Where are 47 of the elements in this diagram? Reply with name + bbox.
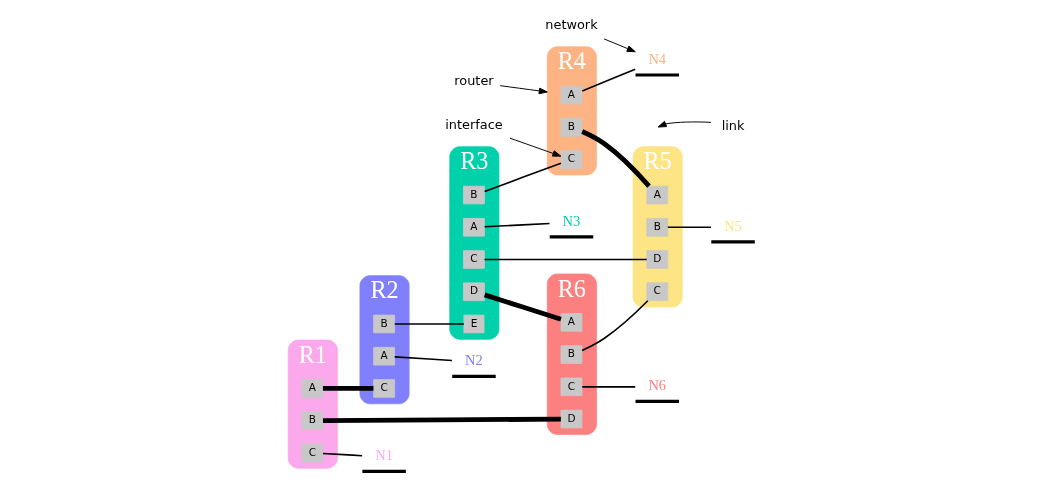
arrow xyxy=(657,120,712,128)
arrow xyxy=(509,137,562,157)
connector xyxy=(322,386,374,391)
node-box: E xyxy=(463,314,485,334)
node-text: N2 xyxy=(465,352,483,369)
node-box: C xyxy=(373,379,395,398)
connector xyxy=(483,222,551,228)
connector xyxy=(581,300,649,352)
node-box: D xyxy=(646,250,669,269)
node-text: interface xyxy=(445,116,503,132)
node-text: N5 xyxy=(724,217,742,234)
node-box: A xyxy=(463,218,485,237)
arrow xyxy=(499,85,548,95)
connector xyxy=(393,323,465,325)
node-box: A xyxy=(373,346,395,366)
node-box: B xyxy=(463,185,485,205)
connector xyxy=(322,452,363,457)
node-text: N3 xyxy=(562,213,581,229)
connector xyxy=(581,386,636,388)
node-text: N1 xyxy=(375,447,393,464)
arrow xyxy=(603,38,636,53)
node-box: D xyxy=(560,409,583,429)
node-text: N6 xyxy=(648,377,667,394)
connector xyxy=(393,356,453,362)
node-box: B xyxy=(373,314,395,334)
node-text: router xyxy=(454,73,494,89)
node-text: link xyxy=(721,118,745,134)
connector xyxy=(581,68,636,92)
node-box: C xyxy=(560,377,583,397)
node-text: network xyxy=(545,16,598,32)
node-box: C xyxy=(560,150,583,169)
node-box: C xyxy=(646,282,669,301)
node-text: N4 xyxy=(648,51,667,68)
node-box: D xyxy=(463,282,485,301)
node-box: B xyxy=(301,411,324,430)
node-box: C xyxy=(463,250,485,269)
node-box: A xyxy=(560,85,583,105)
node-box: B xyxy=(646,218,669,237)
node-box: A xyxy=(301,379,324,398)
node-box: A xyxy=(560,313,583,332)
connector xyxy=(666,226,712,229)
connector xyxy=(483,292,562,322)
connector xyxy=(483,258,648,261)
node-box: A xyxy=(646,185,669,205)
node-box: C xyxy=(301,443,324,463)
node-box: B xyxy=(560,118,583,137)
node-box: B xyxy=(560,345,583,364)
